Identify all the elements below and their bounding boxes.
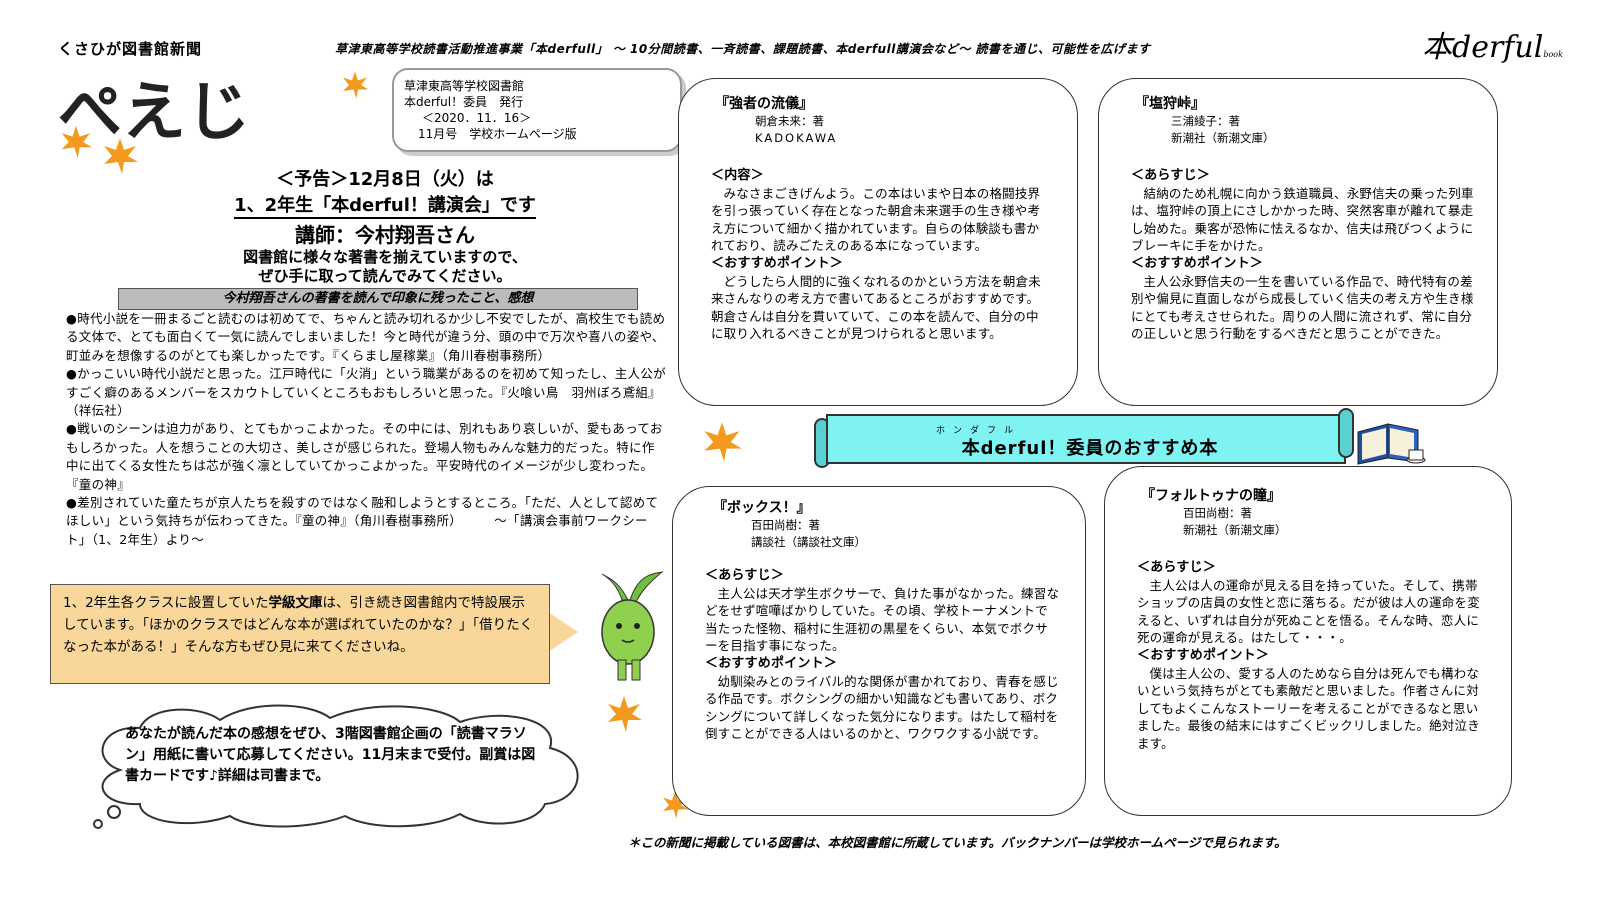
logo: 本derfulbook bbox=[1422, 22, 1563, 66]
impression-item: ●時代小説を一冊まるごと読むのは初めてで、ちゃんと読み切れるか少し不安でしたが、… bbox=[66, 311, 666, 363]
announce-line3: 講師：今村翔吾さん bbox=[295, 223, 475, 247]
section-heading: ＜おすすめポイント＞ bbox=[1137, 647, 1270, 663]
book-author: 百田尚樹：著 bbox=[751, 518, 820, 532]
book-meta: 三浦綾子：著新潮社（新潮文庫） bbox=[1171, 113, 1275, 147]
logo-small: book bbox=[1543, 50, 1563, 59]
book-author: 百田尚樹：著 bbox=[1183, 506, 1252, 520]
impression-item: ●差別されていた童たちが京人たちを殺すのではなく融和しようとするところ。「ただ、… bbox=[66, 495, 659, 547]
section-heading: ＜内容＞ bbox=[711, 168, 764, 183]
book-meta: 百田尚樹：著新潮社（新潮文庫） bbox=[1183, 505, 1287, 539]
banner-title: 本derful！委員のおすすめ本 bbox=[961, 438, 1219, 459]
callout-tail bbox=[548, 612, 578, 652]
book-section: ＜あらすじ＞ 結納のため札幌に向かう鉄道職員、永野信夫の乗った列車は、塩狩峠の頂… bbox=[1131, 167, 1476, 343]
section-body: どうしたら人間的に強くなれるのかという方法を朝倉未来さんなりの考え方で書いてある… bbox=[711, 273, 1042, 342]
section-heading: ＜おすすめポイント＞ bbox=[711, 255, 844, 271]
newspaper-name: くさひが図書館新聞 bbox=[58, 40, 203, 58]
footer-note: ＊この新聞に掲載している図書は、本校図書館に所蔵しています。バックナンバーは学校… bbox=[628, 835, 1287, 850]
impression-item: ●戦いのシーンは迫力があり、とてもかっこよかった。その中には、別れもあり哀しいが… bbox=[66, 421, 663, 492]
book-publisher: 新潮社（新潮文庫） bbox=[1171, 131, 1275, 145]
callout-text-bold: 学級文庫 bbox=[268, 595, 323, 611]
impressions-title: 今村翔吾さんの著書を読んで印象に残ったこと、感想 bbox=[118, 288, 638, 310]
book-card-1: 『強者の流儀』 朝倉未来：著 KADOKAWA ＜内容＞ みなさまごきげんよう。こ… bbox=[678, 78, 1078, 406]
recommend-banner bbox=[826, 414, 1346, 464]
callout-text-a: 1、2年生各クラスに設置していた bbox=[63, 595, 269, 611]
book-meta: 百田尚樹：著講談社（講談社文庫） bbox=[751, 517, 866, 551]
publisher: 本derful！委員 発行 bbox=[404, 95, 524, 109]
masthead-title: ぺえじ bbox=[58, 75, 250, 150]
header-strip: 草津東高等学校読書活動推進事業「本derfull」 ～ 10分間読書、一斉読書、… bbox=[335, 42, 1151, 56]
section-body: 主人公は天才学生ボクサーで、負けた事がなかった。練習などをせず喧嘩ばかりしていた… bbox=[705, 585, 1060, 654]
logo-text: 本derful bbox=[1422, 30, 1544, 65]
book-publisher: 講談社（講談社文庫） bbox=[751, 535, 866, 549]
book-card-4: 『フォルトゥナの瞳』 百田尚樹：著新潮社（新潮文庫） ＜あらすじ＞ 主人公は人の… bbox=[1104, 466, 1512, 816]
book-author: 朝倉未来：著 bbox=[755, 114, 824, 128]
announce-line2: 1、2年生「本derful！講演会」です bbox=[234, 191, 536, 219]
section-heading: ＜おすすめポイント＞ bbox=[705, 655, 838, 671]
maple-leaf-icon bbox=[61, 125, 93, 159]
issue-edition: 11月号 学校ホームページ版 bbox=[418, 127, 577, 141]
open-book-cup-icon bbox=[1357, 423, 1426, 465]
maple-leaf-icon bbox=[704, 422, 742, 462]
mascot-icon bbox=[601, 571, 664, 681]
callout-text-b: は、引き続き図書館内で特設展示しています。「ほかのクラスではどんな本が選ばれてい… bbox=[63, 595, 534, 655]
maple-leaf-icon bbox=[608, 696, 642, 732]
section-heading: ＜おすすめポイント＞ bbox=[1131, 255, 1264, 271]
impressions-body: ●時代小説を一冊まるごと読むのは初めてで、ちゃんと読み切れるか少し不安でしたが、… bbox=[66, 310, 666, 549]
school-name: 草津東高等学校図書館 bbox=[404, 79, 525, 93]
maple-leaf-icon bbox=[343, 71, 369, 99]
section-body: 僕は主人公の、愛する人のためなら自分は死んでも構わないという気持ちがとても素敵だ… bbox=[1137, 665, 1480, 751]
book-title: 『強者の流儀』 bbox=[715, 96, 813, 112]
section-body: みなさまごきげんよう。この本はいまや日本の格闘技界を引っ張っていく存在となった朝… bbox=[711, 185, 1041, 254]
book-publisher: KADOKAWA bbox=[755, 131, 838, 145]
announce-line5: ぜひ手に取って読んでみてください。 bbox=[258, 267, 512, 285]
maple-leaf-icon bbox=[104, 138, 138, 174]
section-heading: ＜あらすじ＞ bbox=[1131, 168, 1210, 183]
book-section: ＜あらすじ＞ 主人公は人の運命が見える目を持っていた。そして、携帯ショップの店員… bbox=[1137, 559, 1487, 753]
banner-ruby: ホンダフル bbox=[936, 426, 1022, 436]
book-card-2: 『塩狩峠』 三浦綾子：著新潮社（新潮文庫） ＜あらすじ＞ 結納のため札幌に向かう… bbox=[1098, 78, 1498, 406]
book-section: ＜あらすじ＞ 主人公は天才学生ボクサーで、負けた事がなかった。練習などをせず喧嘩… bbox=[705, 567, 1060, 743]
book-publisher: 新潮社（新潮文庫） bbox=[1183, 523, 1287, 537]
book-card-3: 『ボックス！』 百田尚樹：著講談社（講談社文庫） ＜あらすじ＞ 主人公は天才学生… bbox=[672, 486, 1086, 816]
section-body: 幼馴染みとのライバル的な関係が書かれており、青春を感じる作品です。ボクシングの細… bbox=[705, 673, 1059, 742]
section-heading: ＜あらすじ＞ bbox=[1137, 560, 1216, 575]
reading-marathon-cloud bbox=[93, 704, 579, 829]
masthead-title-graphic: ぺえじ bbox=[58, 75, 250, 150]
maple-leaf-icon bbox=[663, 791, 689, 819]
section-heading: ＜あらすじ＞ bbox=[705, 568, 784, 583]
announce-line4: 図書館に様々な著書を揃えていますので、 bbox=[243, 248, 527, 266]
book-title: 『ボックス！』 bbox=[713, 500, 811, 516]
announce-line1: ＜予告＞12月8日（火）は bbox=[276, 169, 494, 190]
book-section: ＜内容＞ みなさまごきげんよう。この本はいまや日本の格闘技界を引っ張っていく存在… bbox=[711, 167, 1051, 343]
section-body: 主人公は人の運命が見える目を持っていた。そして、携帯ショップの店員の女性と恋に落… bbox=[1137, 577, 1480, 646]
impression-item: ●かっこいい時代小説だと思った。江戸時代に「火消」という職業があるのを初めて知っ… bbox=[66, 366, 667, 419]
class-library-callout: 1、2年生各クラスに設置していた学級文庫は、引き続き図書館内で特設展示しています… bbox=[50, 584, 550, 684]
book-title: 『フォルトゥナの瞳』 bbox=[1141, 488, 1281, 504]
issue-info-box: 草津東高等学校図書館 本derful！委員 発行 ＜2020．11．16＞ 11… bbox=[392, 68, 682, 152]
book-author: 三浦綾子：著 bbox=[1171, 114, 1240, 128]
banner-scroll-right bbox=[1338, 408, 1354, 458]
lecture-announcement: ＜予告＞12月8日（火）は 1、2年生「本derful！講演会」です 講師：今村… bbox=[130, 165, 640, 286]
book-title: 『塩狩峠』 bbox=[1135, 96, 1205, 112]
section-body: 結納のため札幌に向かう鉄道職員、永野信夫の乗った列車は、塩狩峠の頂上にさしかかっ… bbox=[1131, 185, 1474, 254]
section-body: 主人公永野信夫の一生を書いている作品で、時代特有の差別や偏見に直面しながら成長し… bbox=[1131, 273, 1474, 342]
book-meta: 朝倉未来：著 KADOKAWA bbox=[755, 113, 837, 147]
reading-marathon-text: あなたが読んだ本の感想をぜひ、3階図書館企画の「読書マラソン」用紙に書いて応募し… bbox=[125, 726, 536, 784]
issue-date: ＜2020．11．16＞ bbox=[422, 111, 532, 125]
